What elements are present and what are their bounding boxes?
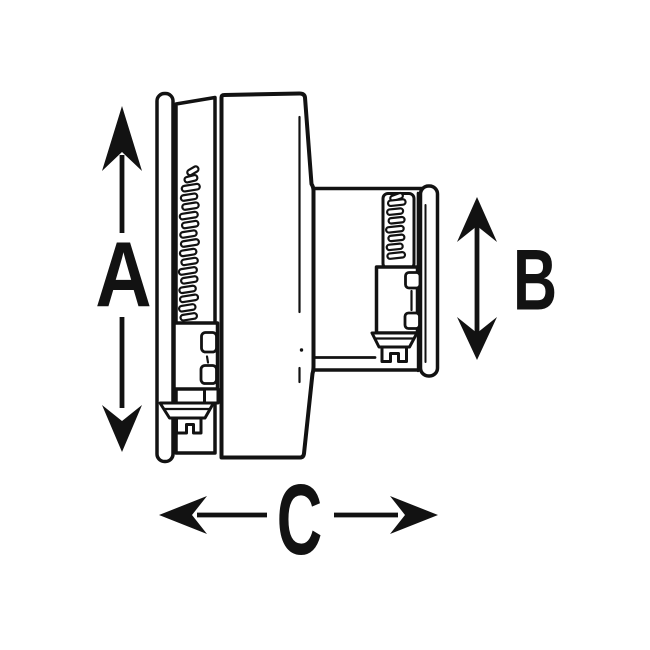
arrowhead-right-icon	[390, 496, 438, 534]
arrowhead-down-icon	[457, 317, 497, 360]
clamp-band-perforations	[385, 198, 407, 260]
small-end-clamp-band	[370, 191, 422, 363]
large-body	[219, 91, 316, 460]
dimension-arrow-a: A	[95, 106, 152, 452]
housing-step	[203, 387, 220, 405]
body-face-dot	[299, 348, 304, 352]
part-drawing	[155, 91, 440, 464]
screw-slot-lower	[199, 364, 218, 385]
clamp-strap-end-link	[186, 165, 200, 177]
large-end-clamp-band	[158, 95, 220, 455]
clamp-band-perforations	[177, 182, 201, 322]
clamp-foot-legs	[380, 345, 408, 363]
arrowhead-left-icon	[159, 496, 207, 534]
arrowhead-down-icon	[102, 405, 142, 452]
screw-slot-upper	[404, 271, 422, 290]
screw-slot-lower	[403, 311, 421, 330]
screw-slot-divider	[205, 355, 210, 364]
dimension-label-c: C	[277, 463, 323, 575]
arrowhead-up-icon	[102, 106, 142, 171]
dimension-label-a: A	[95, 223, 151, 327]
end-bead-flange	[418, 184, 440, 378]
clamp-foot-saddle	[158, 401, 215, 420]
clamp-foot-legs	[175, 416, 203, 435]
large-end-rim-flange	[155, 91, 175, 464]
dimension-arrow-b: B	[457, 197, 557, 360]
screw-slot-upper	[200, 331, 218, 354]
clamp-foot-saddle	[370, 331, 419, 349]
dimension-label-b: B	[513, 231, 557, 328]
clamp-strap-end-link	[183, 173, 199, 184]
dimension-annotations: A B C	[95, 106, 557, 576]
arrowhead-up-icon	[457, 197, 497, 242]
dimension-arrow-c: C	[159, 463, 438, 576]
body-outline	[219, 91, 316, 460]
end-bead-outline	[418, 184, 440, 378]
